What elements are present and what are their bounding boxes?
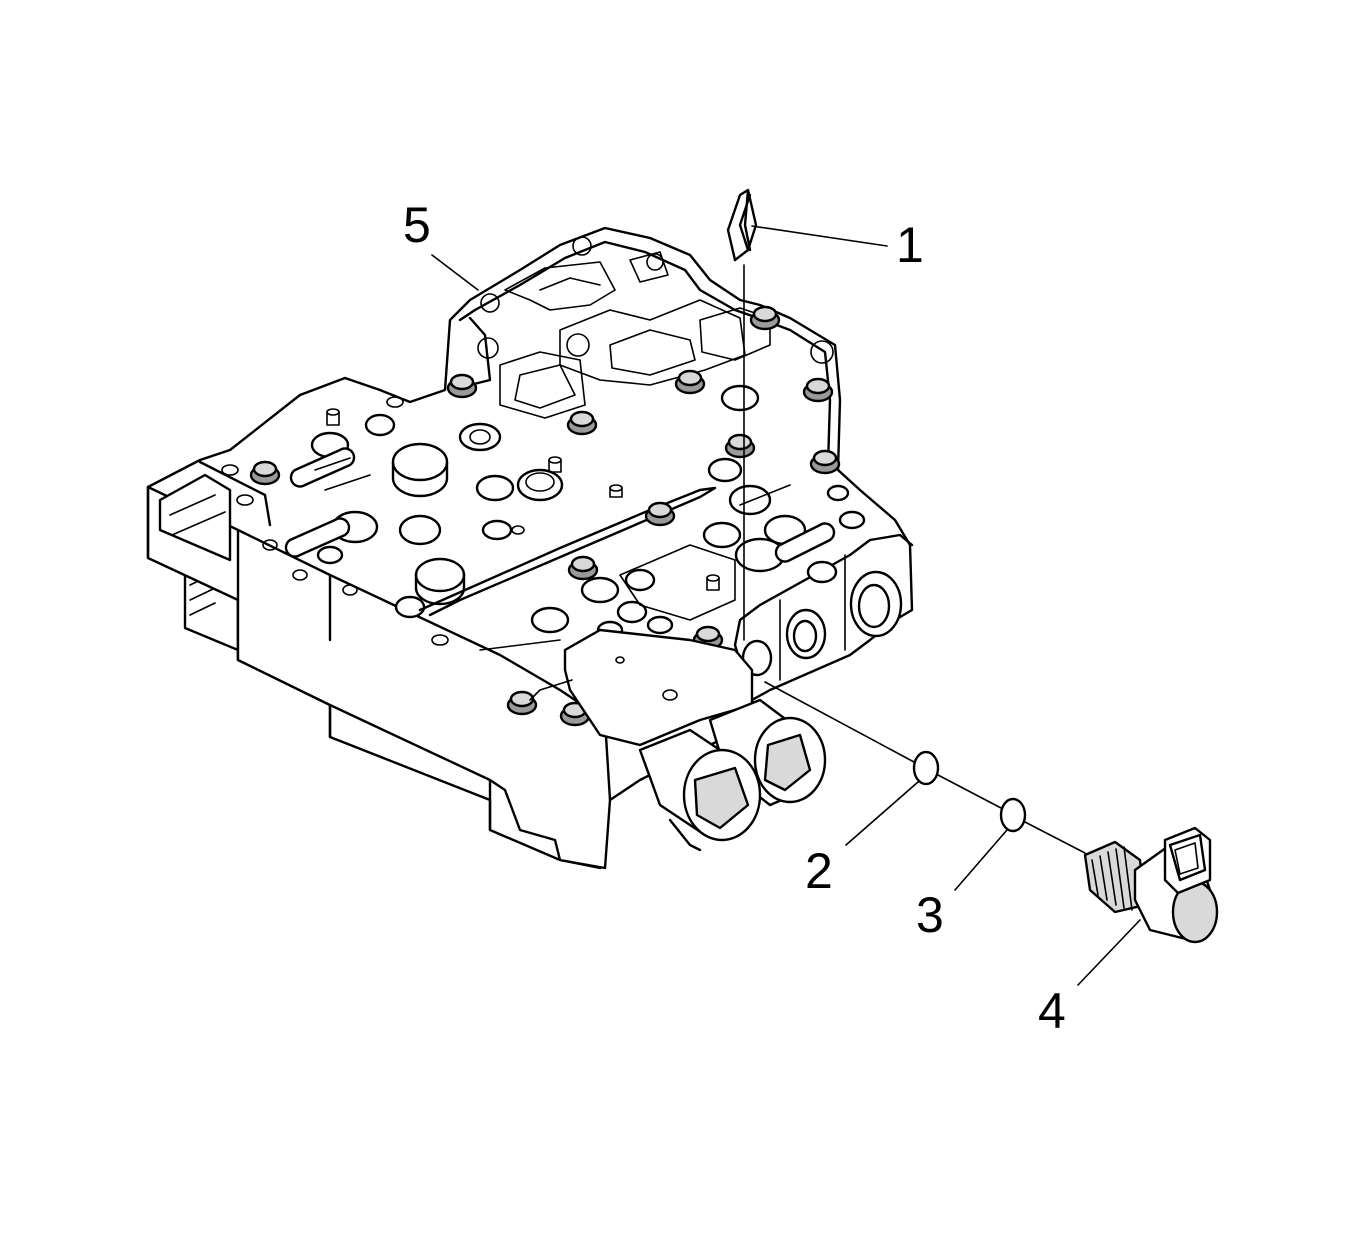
leader-3 [954,829,1008,891]
callout-2: 2 [805,843,833,899]
o-ring-inner [999,797,1027,833]
solenoid [1083,826,1219,944]
callout-1: 1 [896,217,924,273]
leader-1 [751,225,888,247]
leader-2 [845,781,919,846]
callout-5: 5 [403,197,431,253]
leader-lines [431,225,1141,986]
valve-body [146,226,914,870]
installed-solenoid [638,698,827,852]
leader-5 [431,254,479,291]
leader-4 [1077,919,1141,986]
o-ring-outer [912,750,940,786]
plug [326,408,720,591]
retainer-clip [726,188,758,262]
assembly-axis-line [764,681,1086,854]
callout-3: 3 [916,887,944,943]
callout-4: 4 [1038,983,1066,1039]
